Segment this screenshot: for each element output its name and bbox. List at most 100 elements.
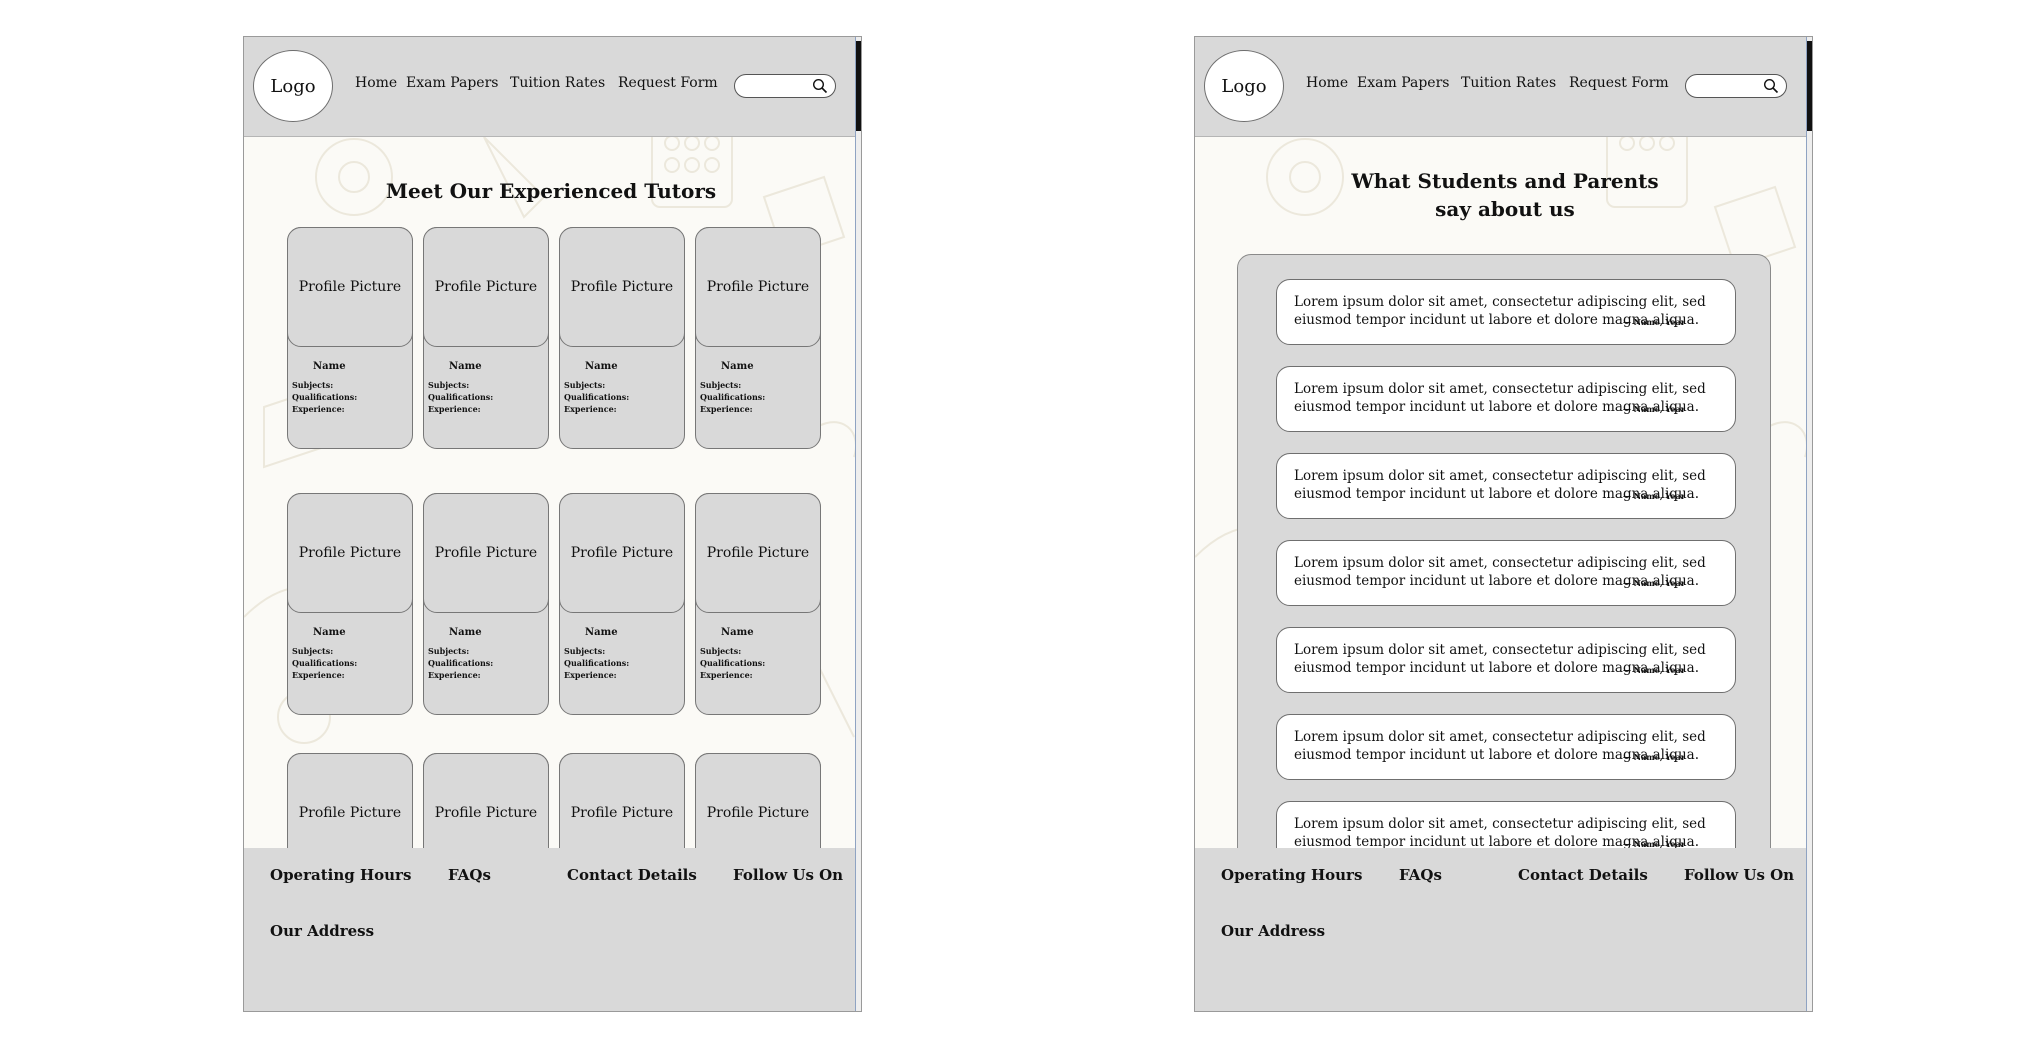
testimonial-card: Lorem ipsum dolor sit amet, consectetur … [1276,627,1736,693]
testimonial-card: Lorem ipsum dolor sit amet, consectetur … [1276,366,1736,432]
footer-follow-us[interactable]: Follow Us On [1684,866,1795,884]
page-title: What Students and Parents say about us [1195,167,1812,223]
page-title: Meet Our Experienced Tutors [385,179,717,203]
profile-picture-label: Profile Picture [570,279,674,295]
scrollbar[interactable] [1806,37,1812,1011]
logo-text: Logo [1221,75,1267,97]
tutor-details: Subjects: Qualifications: Experience: [428,379,493,415]
testimonial-quote: Lorem ipsum dolor sit amet, consectetur … [1294,816,1706,850]
qualifications-label: Qualifications: [428,658,494,668]
testimonial-quote: Lorem ipsum dolor sit amet, consectetur … [1294,642,1706,676]
qualifications-label: Qualifications: [292,392,358,402]
tutor-card[interactable]: Profile Picture Name Subjects: Qualifica… [559,493,685,715]
testimonial-author: — Name, Year [1623,665,1685,675]
subjects-label: Subjects: [564,380,606,390]
experience-label: Experience: [428,670,481,680]
testimonial-card: Lorem ipsum dolor sit amet, consectetur … [1276,540,1736,606]
qualifications-label: Qualifications: [700,658,766,668]
footer-contact-details[interactable]: Contact Details [1518,866,1648,884]
testimonial-author: — Name, Year [1623,317,1685,327]
experience-label: Experience: [564,670,617,680]
nav-exam-papers[interactable]: Exam Papers [1357,75,1450,91]
tutor-card[interactable]: Profile Picture Name Subjects: Qualifica… [559,227,685,449]
subjects-label: Subjects: [564,646,606,656]
tutor-details: Subjects: Qualifications: Experience: [700,645,765,681]
profile-picture: Profile Picture [695,493,821,613]
page-title-line-1: What Students and Parents [1351,169,1659,193]
tutor-details: Subjects: Qualifications: Experience: [292,379,357,415]
profile-picture-label: Profile Picture [570,545,674,561]
testimonial-author: — Name, Year [1623,578,1685,588]
tutor-name: Name [313,627,346,638]
testimonial-quote: Lorem ipsum dolor sit amet, consectetur … [1294,555,1706,589]
logo[interactable]: Logo [253,50,333,122]
profile-picture-label: Profile Picture [706,279,810,295]
subjects-label: Subjects: [428,380,470,390]
testimonial-card: Lorem ipsum dolor sit amet, consectetur … [1276,453,1736,519]
scrollbar[interactable] [855,37,861,1011]
nav-request-form[interactable]: Request Form [1569,75,1669,91]
testimonial-card: Lorem ipsum dolor sit amet, consectetur … [1276,714,1736,780]
tutor-card[interactable]: Profile Picture Name Subjects: Qualifica… [287,493,413,715]
footer-our-address[interactable]: Our Address [270,922,375,940]
nav-tuition-rates[interactable]: Tuition Rates [1461,75,1557,91]
testimonial-quote: Lorem ipsum dolor sit amet, consectetur … [1294,468,1706,502]
testimonial-quote: Lorem ipsum dolor sit amet, consectetur … [1294,381,1706,415]
profile-picture: Profile Picture [559,227,685,347]
tutor-card[interactable]: Profile Picture Name Subjects: Qualifica… [695,227,821,449]
footer-contact-details[interactable]: Contact Details [567,866,697,884]
tutor-name: Name [721,627,754,638]
tutor-details: Subjects: Qualifications: Experience: [428,645,493,681]
profile-picture: Profile Picture [423,493,549,613]
search-icon[interactable] [1763,78,1779,94]
tutor-name: Name [449,627,482,638]
profile-picture-label: Profile Picture [706,805,810,821]
tutor-card[interactable]: Profile Picture Name Subjects: Qualifica… [423,493,549,715]
search-input[interactable] [1685,74,1787,98]
tutor-card[interactable]: Profile Picture Name Subjects: Qualifica… [423,227,549,449]
footer-our-address[interactable]: Our Address [1221,922,1326,940]
tutor-card[interactable]: Profile Picture Name Subjects: Qualifica… [695,493,821,715]
site-header: Logo Home Exam Papers Tuition Rates Requ… [244,37,858,137]
subjects-label: Subjects: [292,380,334,390]
nav-tuition-rates[interactable]: Tuition Rates [510,75,606,91]
profile-picture: Profile Picture [287,493,413,613]
experience-label: Experience: [700,670,753,680]
site-header: Logo Home Exam Papers Tuition Rates Requ… [1195,37,1809,137]
tutor-name: Name [721,361,754,372]
testimonial-author: — Name, Year [1623,491,1685,501]
scrollbar-thumb[interactable] [856,41,861,131]
nav-home[interactable]: Home [1306,75,1349,91]
testimonial-quote: Lorem ipsum dolor sit amet, consectetur … [1294,729,1706,763]
scrollbar-thumb[interactable] [1807,41,1812,131]
footer-faqs[interactable]: FAQs [1399,866,1442,884]
tutor-details: Subjects: Qualifications: Experience: [700,379,765,415]
footer-follow-us[interactable]: Follow Us On [733,866,844,884]
profile-picture: Profile Picture [287,227,413,347]
tutor-card[interactable]: Profile Picture Name Subjects: Qualifica… [287,227,413,449]
profile-picture-label: Profile Picture [570,805,674,821]
search-input[interactable] [734,74,836,98]
testimonial-author: — Name, Year [1623,404,1685,414]
tutor-name: Name [585,361,618,372]
qualifications-label: Qualifications: [428,392,494,402]
page-title-line-2: say about us [1435,197,1575,221]
profile-picture-label: Profile Picture [706,545,810,561]
footer-operating-hours[interactable]: Operating Hours [270,866,412,884]
profile-picture-label: Profile Picture [434,545,538,561]
qualifications-label: Qualifications: [564,658,630,668]
nav-home[interactable]: Home [355,75,398,91]
testimonial-author: — Name, Year [1623,752,1685,762]
tutor-name: Name [449,361,482,372]
testimonial-quote: Lorem ipsum dolor sit amet, consectetur … [1294,294,1706,328]
logo[interactable]: Logo [1204,50,1284,122]
experience-label: Experience: [428,404,481,414]
experience-label: Experience: [292,404,345,414]
profile-picture: Profile Picture [695,227,821,347]
footer-faqs[interactable]: FAQs [448,866,491,884]
search-icon[interactable] [812,78,828,94]
subjects-label: Subjects: [292,646,334,656]
nav-exam-papers[interactable]: Exam Papers [406,75,499,91]
nav-request-form[interactable]: Request Form [618,75,718,91]
footer-operating-hours[interactable]: Operating Hours [1221,866,1363,884]
